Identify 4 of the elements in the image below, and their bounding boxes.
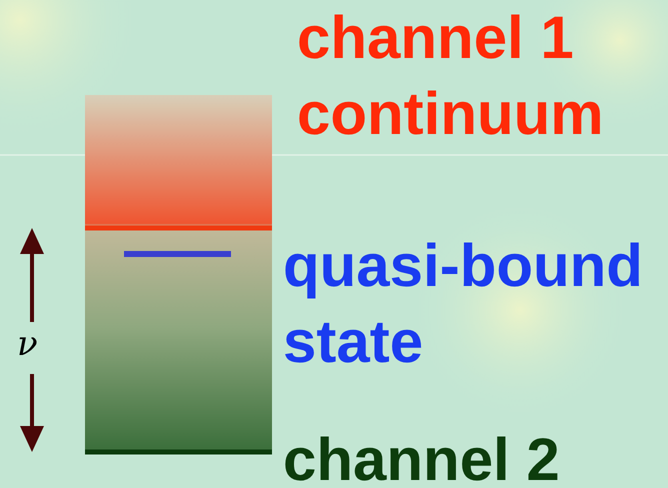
channel-label: channel 2 bbox=[283, 432, 561, 488]
quasi-bound-state-label: quasi-bound state bbox=[283, 231, 644, 377]
continuum-label: channel 1 continuum bbox=[297, 3, 605, 149]
frequency-symbol: ν bbox=[17, 324, 38, 364]
